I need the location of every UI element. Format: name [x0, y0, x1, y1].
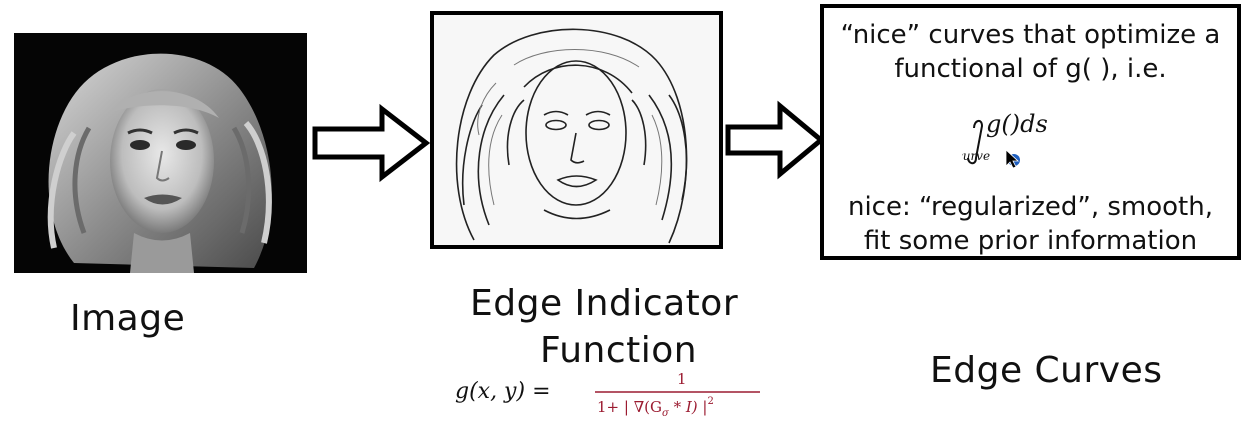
description-line-2: functional of g( ), i.e.: [894, 54, 1167, 84]
integral-expression: g()ds curve: [956, 98, 1102, 169]
edge-curves-description-box: “nice” curves that optimize a functional…: [820, 4, 1241, 260]
arrow-right-icon: [312, 103, 431, 187]
formula-sigma: σ: [662, 408, 670, 419]
svg-text:1+ | ∇(Gσ * I) |2: 1+ | ∇(Gσ * I) |2: [597, 396, 714, 419]
formula-power: 2: [707, 396, 713, 407]
formula-denominator: 1+ | ∇(G: [597, 398, 662, 416]
source-image: [14, 33, 307, 273]
caption-edge-indicator: Edge Indicator: [470, 283, 739, 324]
edge-sketch: [434, 15, 719, 245]
formula-numerator: 1: [677, 370, 687, 388]
formula-denominator-tail: * I) |: [669, 398, 708, 416]
description-line-4: fit some prior information: [863, 226, 1198, 256]
formula-lhs: g(x, y) =: [455, 379, 551, 404]
arrow-right-icon: [725, 100, 825, 184]
integral-body: g()ds: [986, 110, 1048, 138]
integral-subscript: curve: [962, 149, 990, 163]
caption-edge-curves: Edge Curves: [930, 350, 1163, 391]
caption-function: Function: [540, 330, 698, 371]
edge-indicator-image: [430, 11, 723, 249]
description-line-3: nice: “regularized”, smooth,: [847, 192, 1213, 222]
caption-image: Image: [70, 298, 186, 339]
mouse-cursor-icon: [1005, 149, 1020, 169]
portrait-photo: [14, 33, 307, 273]
description-line-1: “nice” curves that optimize a: [840, 20, 1221, 50]
edge-indicator-formula: g(x, y) = 1 1+ | ∇(Gσ * I) |2: [455, 364, 775, 424]
